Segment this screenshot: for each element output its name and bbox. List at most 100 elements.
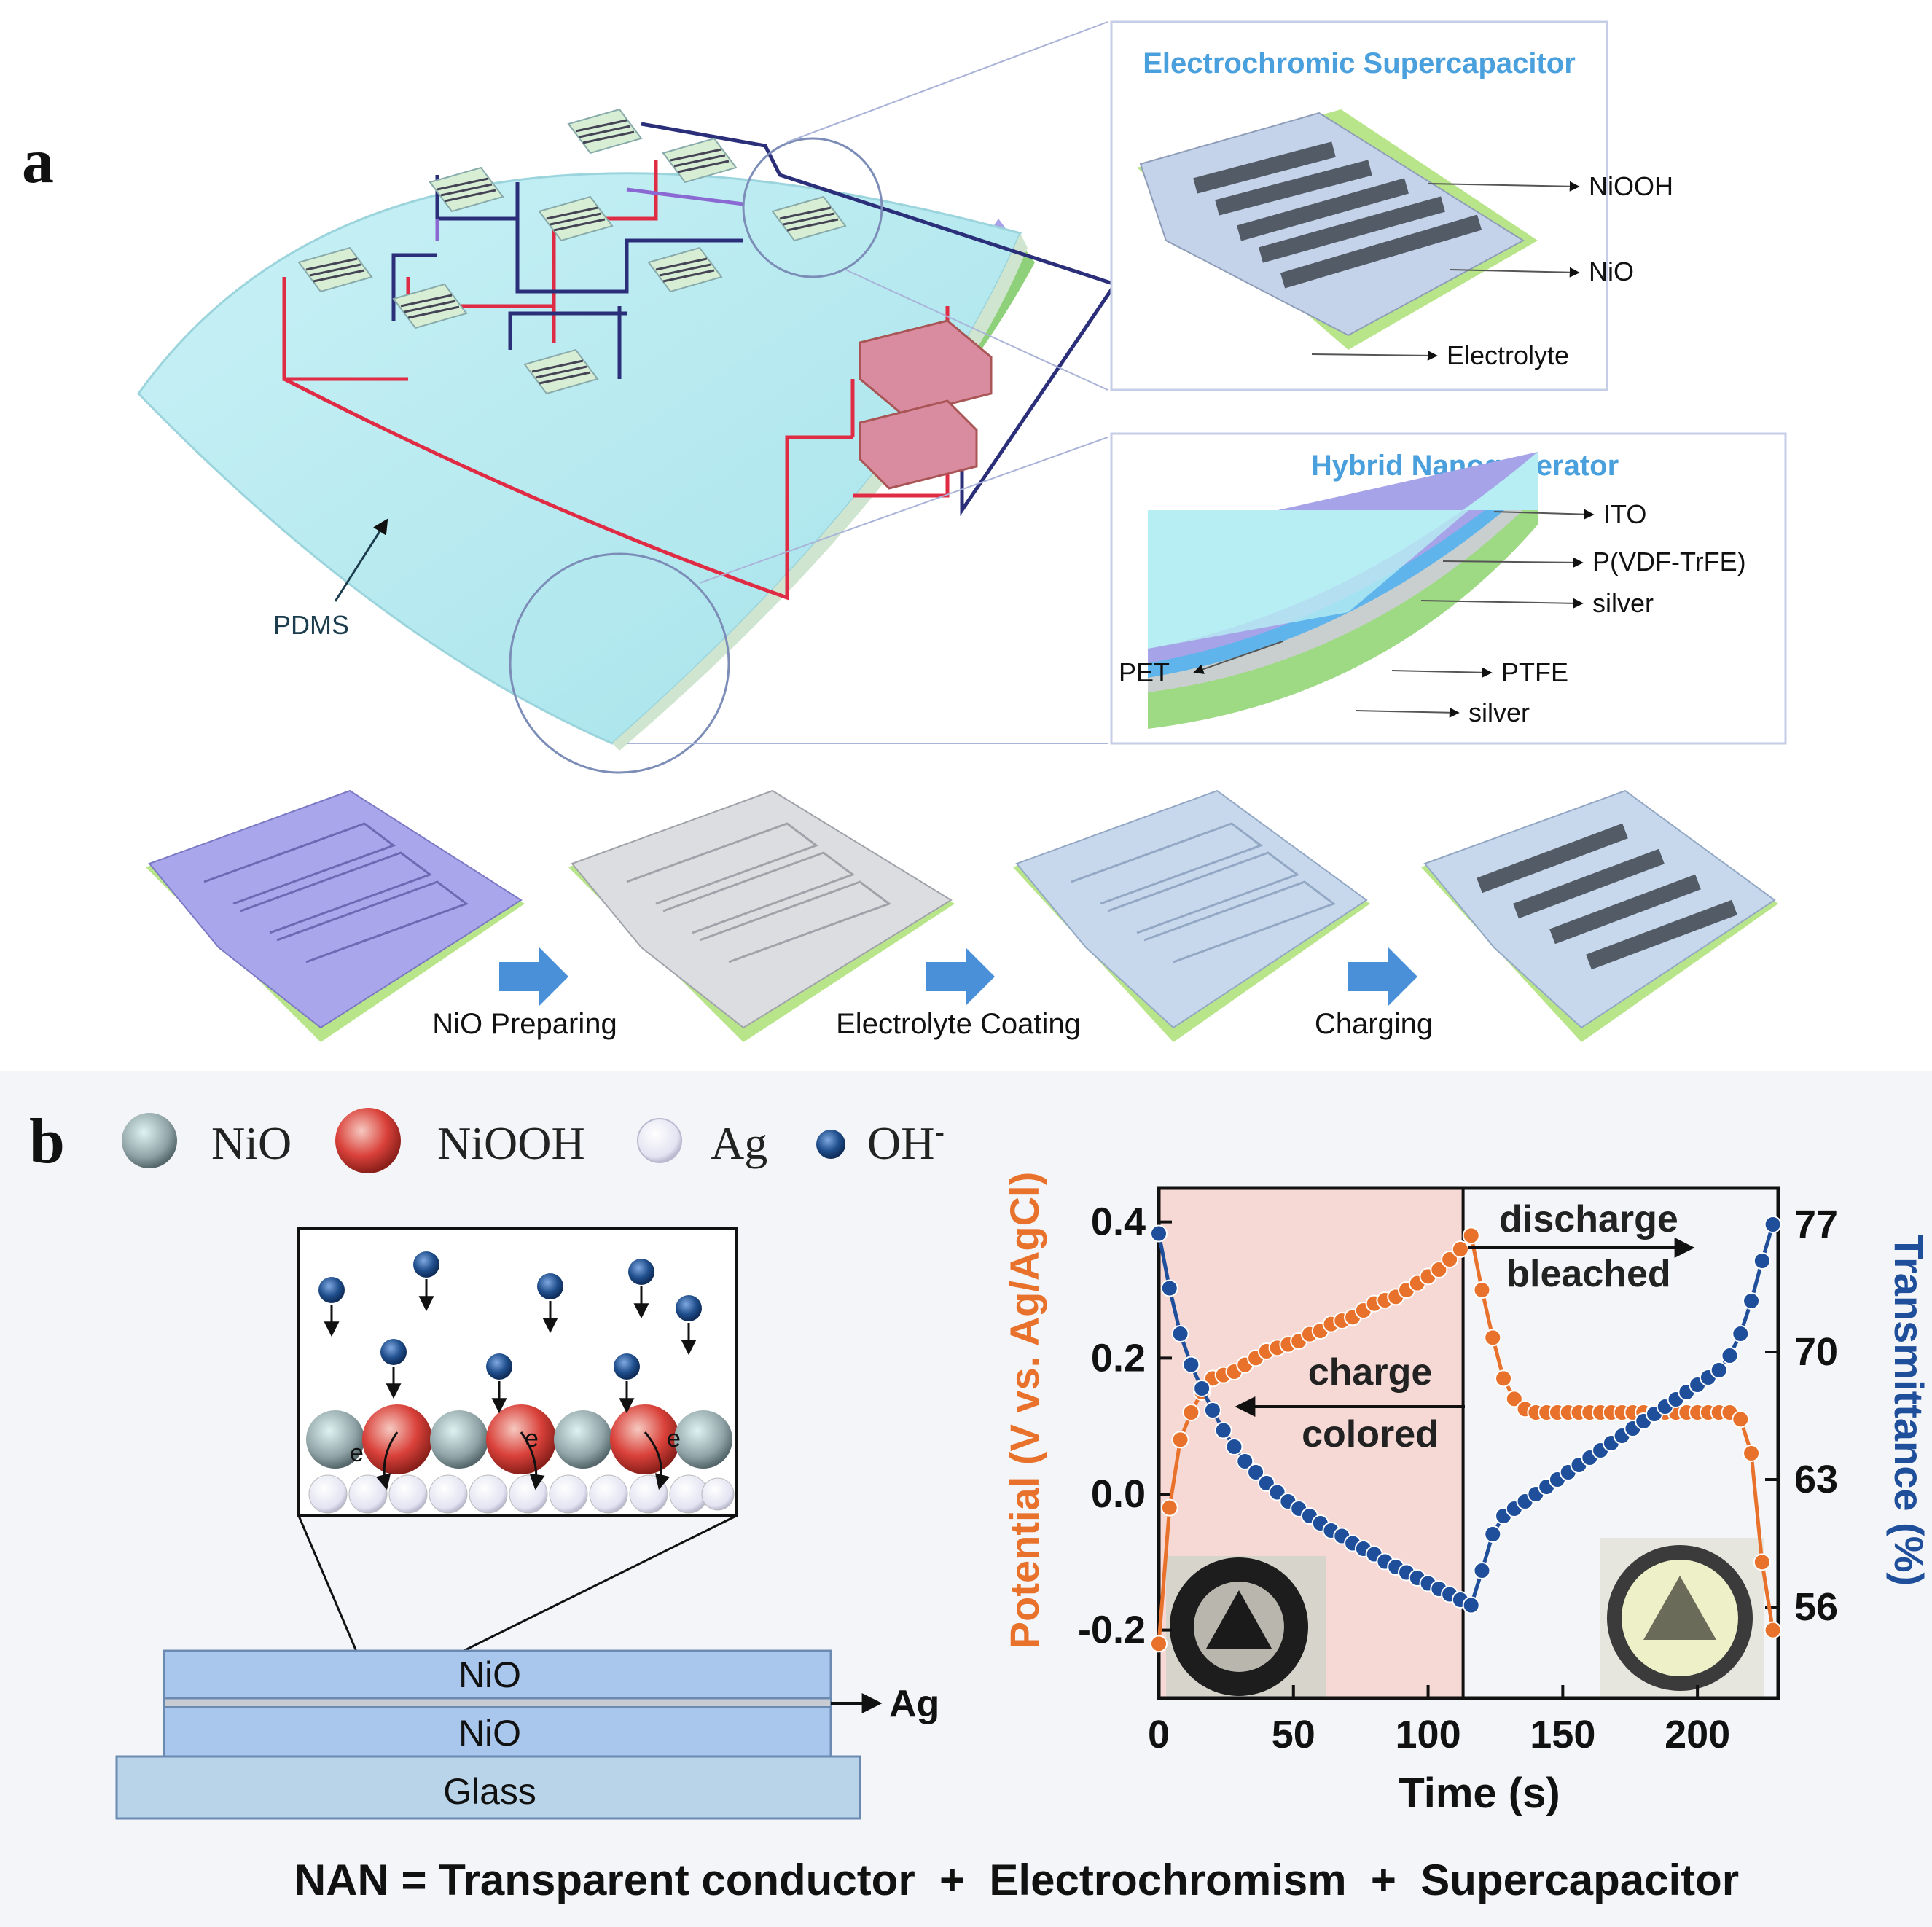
- stack-label-nio-top: NiO: [458, 1654, 521, 1695]
- supercap-label-niooh: NiOOH: [1589, 171, 1673, 201]
- device-photo-bleached: [1600, 1538, 1764, 1698]
- process-device-2: [568, 789, 955, 1042]
- electron-labels: e e e: [350, 1425, 681, 1467]
- reaction-inset: e e e: [297, 1227, 738, 1517]
- potential-point: [1732, 1410, 1750, 1428]
- process-step-electrolyte-coating: Electrolyte Coating: [836, 1008, 1081, 1040]
- device-7: [647, 246, 723, 293]
- transmittance-point: [1473, 1562, 1491, 1579]
- zoom-line-2: [627, 437, 1108, 744]
- process-step-nio-preparing: NiO Preparing: [432, 1008, 617, 1040]
- x-axis-label: Time (s): [1399, 1770, 1560, 1817]
- annotation-bleached: bleached: [1506, 1253, 1670, 1295]
- plot-frame: [1157, 1186, 1780, 1700]
- annotation-charge: charge: [1308, 1351, 1433, 1394]
- potential-point: [1171, 1431, 1189, 1449]
- transmittance-point: [1721, 1347, 1739, 1364]
- annotation-discharge: discharge: [1499, 1198, 1678, 1240]
- transmittance-point: [1203, 1402, 1221, 1419]
- panel-b: b NiO NiOOH Ag OH-: [0, 1071, 1932, 1927]
- y-tick-0-2: 0.2: [1091, 1336, 1146, 1380]
- potential-point: [1451, 1240, 1469, 1258]
- electron-label-1: e: [350, 1439, 364, 1467]
- process-arrow-1: [499, 947, 568, 1006]
- potential-point: [1743, 1445, 1761, 1462]
- transmittance-point: [1710, 1361, 1728, 1379]
- nanogen-cover: [1148, 452, 1538, 649]
- transmittance-point: [1743, 1292, 1761, 1310]
- transmittance-point: [1214, 1421, 1232, 1439]
- zoom-line-1: [786, 21, 1108, 391]
- x-tick-0: 0: [1148, 1713, 1170, 1756]
- nanogen-block-top: [859, 319, 993, 417]
- nanogen-label-ptfe: PTFE: [1501, 657, 1568, 687]
- stack-label-glass: Glass: [443, 1771, 536, 1812]
- circuit-wiring: [282, 122, 1118, 601]
- legend-ag-sphere: [637, 1118, 682, 1163]
- ag-particle-row: [308, 1474, 735, 1514]
- x-tick-150: 150: [1530, 1713, 1595, 1756]
- legend-oh-sphere: [816, 1130, 845, 1159]
- legend-niooh-sphere: [335, 1108, 401, 1173]
- process-row: NiO Preparing Electrolyte Coating Chargi…: [146, 789, 1778, 1042]
- legend-nio-sphere: [122, 1113, 177, 1168]
- transmittance-point: [1247, 1463, 1265, 1481]
- y-tick-0-4: 0.4: [1091, 1200, 1146, 1244]
- potential-transmittance-chart: 0 50 100 150 200 -0.2 0.0 0.2 0.4 56 63 …: [1001, 1172, 1932, 1817]
- zoom-circle-nanogen: [509, 552, 730, 774]
- transmittance-point: [1484, 1525, 1502, 1543]
- y2-tick-70: 70: [1794, 1330, 1838, 1374]
- transmittance-point: [1150, 1224, 1168, 1243]
- pdms-label: PDMS: [273, 610, 349, 640]
- device-8: [392, 283, 468, 329]
- potential-point: [1764, 1621, 1782, 1639]
- potential-point: [1753, 1553, 1771, 1571]
- supercap-box: Electrochromic Supercapacitor NiOOH NiO …: [1110, 20, 1673, 391]
- y2-axis-label: Transmittance (%): [1886, 1235, 1932, 1586]
- potential-point: [1473, 1281, 1491, 1299]
- potential-point: [1462, 1227, 1480, 1245]
- potential-point: [1441, 1251, 1459, 1268]
- annotation-colored: colored: [1302, 1413, 1439, 1455]
- device-3: [429, 166, 504, 213]
- pdms-arrow: [334, 518, 388, 602]
- potential-point: [1160, 1498, 1178, 1517]
- nanogen-label-ito: ITO: [1603, 499, 1646, 529]
- legend-niooh-label: NiOOH: [437, 1117, 585, 1169]
- nanogen-label-silver-2: silver: [1468, 697, 1530, 727]
- panel-b-label: b: [29, 1106, 65, 1177]
- potential-point: [1182, 1404, 1200, 1421]
- y-tick-0-0: 0.0: [1091, 1472, 1146, 1516]
- transmittance-point: [1732, 1325, 1750, 1342]
- stack-glass: [115, 1755, 861, 1820]
- supercap-fingers: [1193, 141, 1482, 289]
- supercap-label-electrolyte: Electrolyte: [1447, 340, 1569, 370]
- nanogen-box: Hybrid Nanogenerator ITO P(VDF-TrFE) sil…: [1110, 432, 1787, 745]
- transmittance-point: [1753, 1252, 1771, 1270]
- legend-oh-charge: -: [934, 1115, 944, 1148]
- stack-label-nio-bottom: NiO: [458, 1713, 521, 1754]
- y2-tick-56: 56: [1794, 1585, 1838, 1629]
- transmittance-point: [1193, 1380, 1211, 1397]
- potential-point: [1430, 1261, 1448, 1278]
- micro-supercapacitors: [297, 108, 847, 395]
- legend-ag-label: Ag: [711, 1117, 767, 1169]
- potential-point: [1495, 1369, 1513, 1388]
- transmittance-point: [1171, 1325, 1189, 1342]
- electron-label-3: e: [667, 1425, 681, 1453]
- panel-a-label: a: [22, 126, 54, 197]
- process-arrow-3: [1348, 947, 1417, 1006]
- transmittance-point: [1225, 1438, 1243, 1455]
- legend-oh-label: OH-: [867, 1115, 945, 1169]
- stack-ag: [163, 1697, 832, 1708]
- y2-tick-77: 77: [1794, 1203, 1838, 1246]
- electron-label-2: e: [525, 1425, 539, 1453]
- navy-wire: [391, 122, 1118, 517]
- panel-a: a: [22, 20, 1787, 1042]
- process-device-3: [1013, 789, 1370, 1042]
- potential-point: [1505, 1390, 1523, 1408]
- nanogen-label-pet: PET: [1119, 657, 1170, 687]
- purple-wire: [435, 187, 744, 241]
- transmittance-point: [1764, 1216, 1782, 1233]
